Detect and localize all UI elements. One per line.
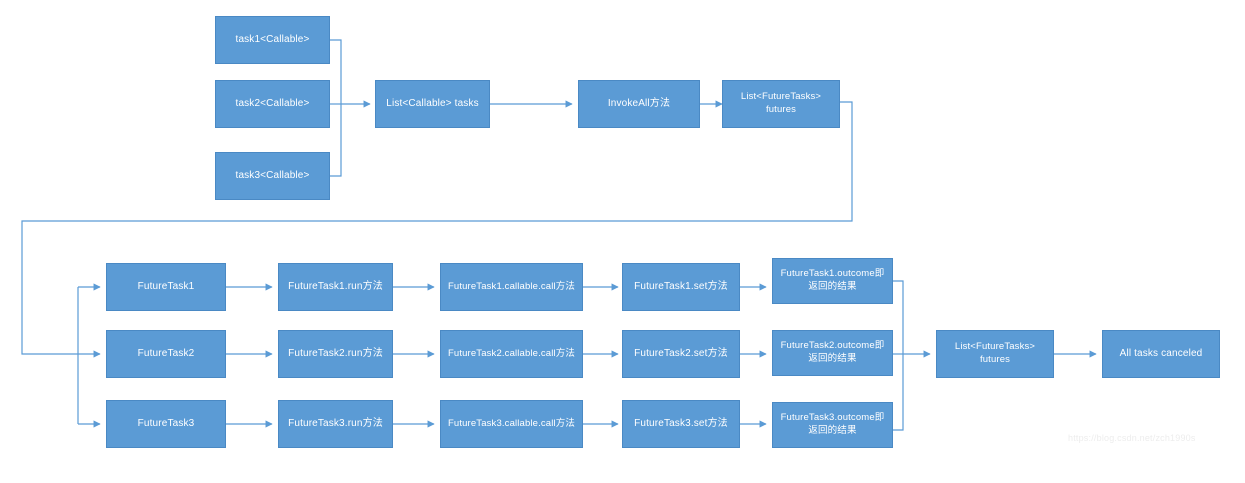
node-invokeall-method[interactable]: InvokeAll方法 [578,80,700,128]
node-futuretask1-outcome[interactable]: FutureTask1.outcome即 返回的结果 [772,258,893,304]
node-futures-bottom[interactable]: List<FutureTasks> futures [936,330,1054,378]
node-futuretask1-callable-call[interactable]: FutureTask1.callable.call方法 [440,263,583,311]
node-all-tasks-canceled[interactable]: All tasks canceled [1102,330,1220,378]
node-futuretask2-outcome[interactable]: FutureTask2.outcome即 返回的结果 [772,330,893,376]
watermark-text: https://blog.csdn.net/zch1990s [1068,433,1196,443]
node-futuretask3-run[interactable]: FutureTask3.run方法 [278,400,393,448]
node-futuretask2-set[interactable]: FutureTask2.set方法 [622,330,740,378]
node-task3[interactable]: task3<Callable> [215,152,330,200]
edge-futures-top-to-futuretask-bus [21,101,853,355]
node-futuretask3-set[interactable]: FutureTask3.set方法 [622,400,740,448]
node-task2[interactable]: task2<Callable> [215,80,330,128]
node-callable-list[interactable]: List<Callable> tasks [375,80,490,128]
edge-outcome1-to-merge [893,280,904,354]
node-futuretask3[interactable]: FutureTask3 [106,400,226,448]
edge-task1-to-bus [330,39,342,104]
node-futuretask3-callable-call[interactable]: FutureTask3.callable.call方法 [440,400,583,448]
node-futuretask2[interactable]: FutureTask2 [106,330,226,378]
edge-outcome3-to-merge [893,354,904,431]
node-futuretask2-run[interactable]: FutureTask2.run方法 [278,330,393,378]
node-futuretask1-set[interactable]: FutureTask1.set方法 [622,263,740,311]
node-futuretask2-callable-call[interactable]: FutureTask2.callable.call方法 [440,330,583,378]
edge-task3-to-bus [330,104,342,177]
node-task1[interactable]: task1<Callable> [215,16,330,64]
node-futuretask3-outcome[interactable]: FutureTask3.outcome即 返回的结果 [772,402,893,448]
node-futures-top[interactable]: List<FutureTasks> futures [722,80,840,128]
node-futuretask1[interactable]: FutureTask1 [106,263,226,311]
node-futuretask1-run[interactable]: FutureTask1.run方法 [278,263,393,311]
